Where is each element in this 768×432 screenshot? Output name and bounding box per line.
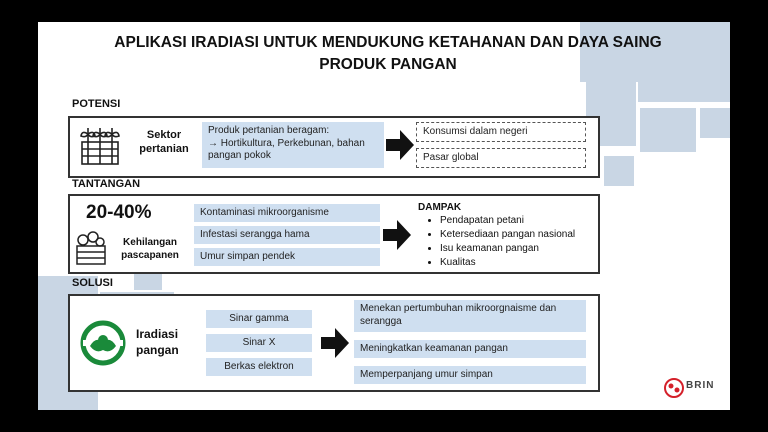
title-line-2: PRODUK PANGAN	[319, 56, 457, 73]
brin-logo-icon	[664, 378, 684, 398]
solusi-label: SOLUSI	[72, 277, 113, 289]
outcome-global: Pasar global	[416, 148, 586, 168]
brin-logo-text: BRIN	[686, 380, 715, 391]
decor-square	[134, 274, 162, 290]
title-line-1: APLIKASI IRADIASI UNTUK MENDUKUNG KETAHA…	[114, 34, 662, 51]
loss-percentage: 20-40%	[86, 202, 152, 223]
product-line-2: → Hortikultura, Perkebunan, bahan	[208, 137, 365, 149]
tantangan-panel: 20-40% Kehilangan pascapanen Kontaminasi…	[68, 194, 600, 274]
benefit-box: Menekan pertumbuhan mikroorgnaisme dan s…	[354, 300, 586, 332]
arrow-right-icon	[383, 220, 411, 250]
potensi-label: POTENSI	[72, 98, 121, 110]
sector-label: Sektor pertanian	[132, 128, 196, 156]
product-line-3: pangan pokok	[208, 150, 271, 161]
solusi-panel: Iradiasi pangan Sinar gamma Sinar X Berk…	[68, 294, 600, 392]
benefit-box: Meningkatkan keamanan pangan	[354, 340, 586, 358]
source-box: Berkas elektron	[206, 358, 312, 376]
decor-square	[638, 22, 730, 102]
dampak-title: DAMPAK	[418, 202, 462, 213]
solution-name: Iradiasi pangan	[136, 326, 179, 358]
loss-line-2: pascapanen	[121, 250, 179, 261]
decor-square	[604, 156, 634, 186]
source-box: Sinar X	[206, 334, 312, 352]
slide-title: APLIKASI IRADIASI UNTUK MENDUKUNG KETAHA…	[98, 32, 678, 76]
solution-line-1: Iradiasi	[136, 327, 179, 341]
product-line-1: Produk pertanian beragam:	[208, 125, 330, 136]
loss-label: Kehilangan pascapanen	[110, 236, 190, 262]
slide: APLIKASI IRADIASI UNTUK MENDUKUNG KETAHA…	[38, 22, 730, 410]
dampak-item: Isu keamanan pangan	[440, 242, 575, 256]
loss-line-1: Kehilangan	[123, 237, 177, 248]
arrow-right-icon	[321, 328, 349, 358]
product-box: Produk pertanian beragam: → Hortikultura…	[202, 122, 384, 168]
benefit-1-line-2: serangga	[360, 315, 402, 327]
benefit-1-line-1: Menekan pertumbuhan mikroorgnaisme dan	[360, 303, 557, 314]
tantangan-label: TANTANGAN	[72, 178, 141, 190]
crops-icon	[80, 128, 120, 165]
dampak-item: Ketersediaan pangan nasional	[440, 228, 575, 242]
potensi-panel: Sektor pertanian Produk pertanian beraga…	[68, 116, 600, 178]
issue-box: Infestasi serangga hama	[194, 226, 380, 244]
sector-line-1: Sektor	[146, 129, 182, 141]
solution-line-2: pangan	[136, 343, 179, 357]
radura-icon	[80, 320, 126, 366]
dampak-item: Kualitas	[440, 256, 575, 270]
benefit-box: Memperpanjang umur simpan	[354, 366, 586, 384]
decor-square	[640, 108, 696, 152]
sector-line-2: pertanian	[139, 143, 189, 155]
decor-square	[700, 108, 730, 138]
produce-crate-icon	[76, 231, 106, 265]
issue-box: Kontaminasi mikroorganisme	[194, 204, 380, 222]
arrow-right-icon	[386, 130, 414, 160]
issue-box: Umur simpan pendek	[194, 248, 380, 266]
outcome-domestic: Konsumsi dalam negeri	[416, 122, 586, 142]
dampak-list: Pendapatan petani Ketersediaan pangan na…	[426, 214, 575, 270]
dampak-item: Pendapatan petani	[440, 214, 575, 228]
source-box: Sinar gamma	[206, 310, 312, 328]
